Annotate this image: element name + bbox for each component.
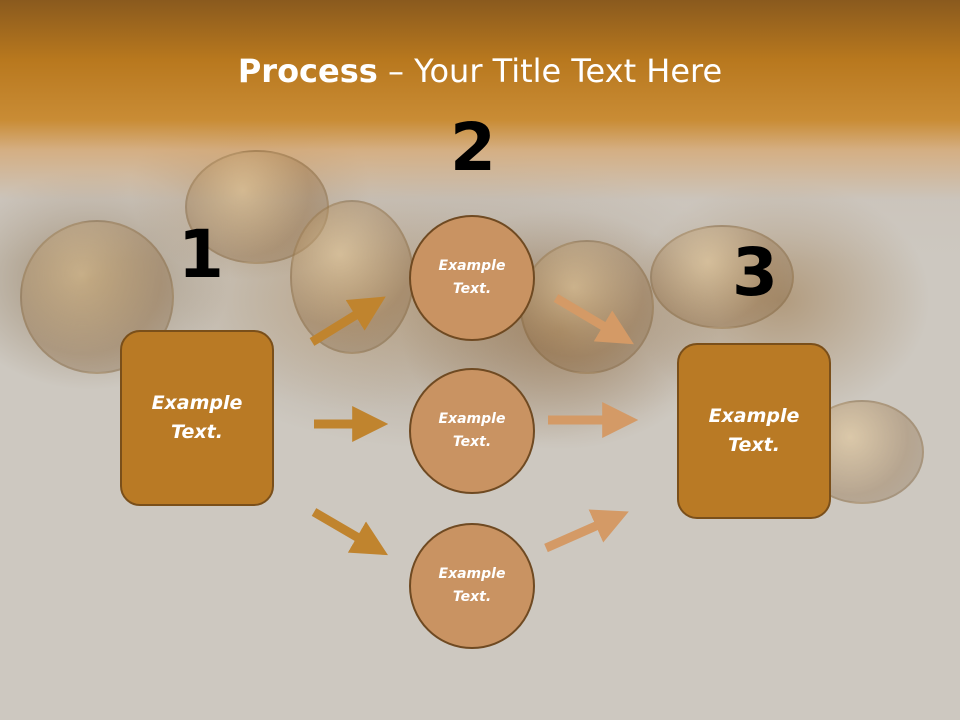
title-rest: – Your Title Text Here — [377, 52, 723, 90]
slide-title: Process – Your Title Text Here — [0, 52, 960, 90]
title-bold: Process — [237, 52, 378, 90]
circle-top: Example Text. — [409, 215, 535, 341]
left-box: Example Text. — [120, 330, 274, 506]
step-number-3: 3 — [732, 234, 778, 311]
arrow-to-top-circle — [309, 296, 386, 346]
arrow-from-bottom-circle — [544, 509, 629, 553]
step-number-1: 1 — [178, 216, 224, 293]
step-number-2: 2 — [450, 109, 496, 186]
coin-decoration — [650, 225, 794, 329]
circle-middle: Example Text. — [409, 368, 535, 494]
arrow-to-bottom-circle — [311, 508, 388, 556]
circle-bottom: Example Text. — [409, 523, 535, 649]
right-box: Example Text. — [677, 343, 831, 519]
arrow-from-top-circle — [553, 294, 634, 345]
